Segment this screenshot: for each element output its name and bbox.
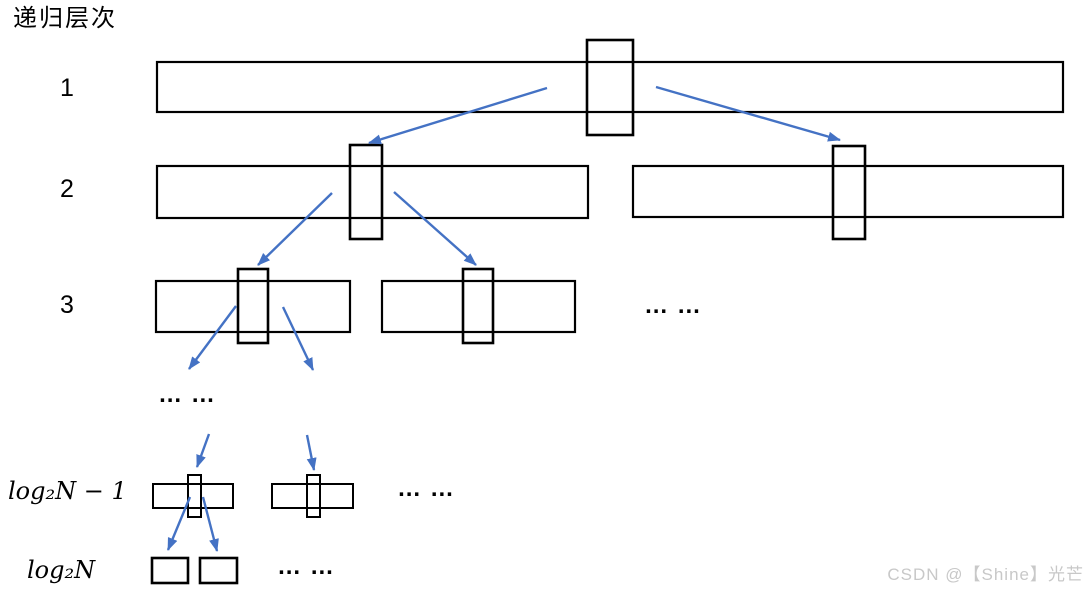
row-label-level1: 1: [60, 74, 74, 102]
csdn-watermark: CSDN @【Shine】光芒: [887, 565, 1084, 584]
arrow-level4-to-log2n-minus1-left: [195, 433, 211, 468]
level2-left-array-bar: [155, 164, 590, 220]
level1-array-bar: [155, 60, 1065, 114]
log2n-minus1-array-bar-1: [152, 483, 234, 509]
level2-right-pivot-box: [831, 144, 867, 241]
log2n-minus1-array-bar-2: [271, 483, 354, 509]
diagram-title: 递归层次: [13, 5, 117, 32]
level3-array-bar-2: [380, 279, 577, 334]
log2n-box-2: [198, 556, 239, 585]
ellipsis-level4: … …: [158, 381, 216, 408]
log2n-minus1-pivot-box-1: [187, 474, 202, 518]
ellipsis-level3: … …: [644, 292, 702, 319]
arrow-log2n-minus1-to-log2n-left: [166, 496, 192, 551]
row-label-level3: 3: [60, 291, 74, 319]
level1-pivot-box: [585, 38, 635, 137]
log2n-box-1: [150, 556, 190, 585]
arrow-level2-to-level3-right: [393, 191, 477, 266]
arrow-level3-to-level4-right: [281, 306, 315, 371]
row-label-level2: 2: [60, 175, 74, 203]
arrow-log2n-minus1-to-log2n-right: [201, 496, 219, 552]
level3-array-bar-1: [154, 279, 352, 334]
level2-right-array-bar: [631, 164, 1065, 219]
log2n-minus1-pivot-box-2: [306, 474, 321, 518]
arrow-level2-to-level3-left: [257, 192, 333, 266]
level2-left-pivot-box: [348, 143, 384, 241]
level3-pivot-box-1: [236, 267, 270, 345]
arrow-level4-to-log2n-minus1-right: [305, 434, 317, 471]
ellipsis-log2n-minus1: … …: [397, 475, 455, 502]
level3-pivot-box-2: [461, 267, 495, 345]
arrow-level1-to-level2-right: [655, 85, 841, 142]
arrow-level3-to-level4-left: [188, 305, 237, 370]
row-label-log2n-minus1: log₂N − 1: [8, 477, 127, 505]
ellipsis-log2n: … …: [277, 553, 335, 580]
arrow-level1-to-level2-left: [368, 86, 548, 145]
row-label-log2n: log₂N: [27, 556, 96, 584]
